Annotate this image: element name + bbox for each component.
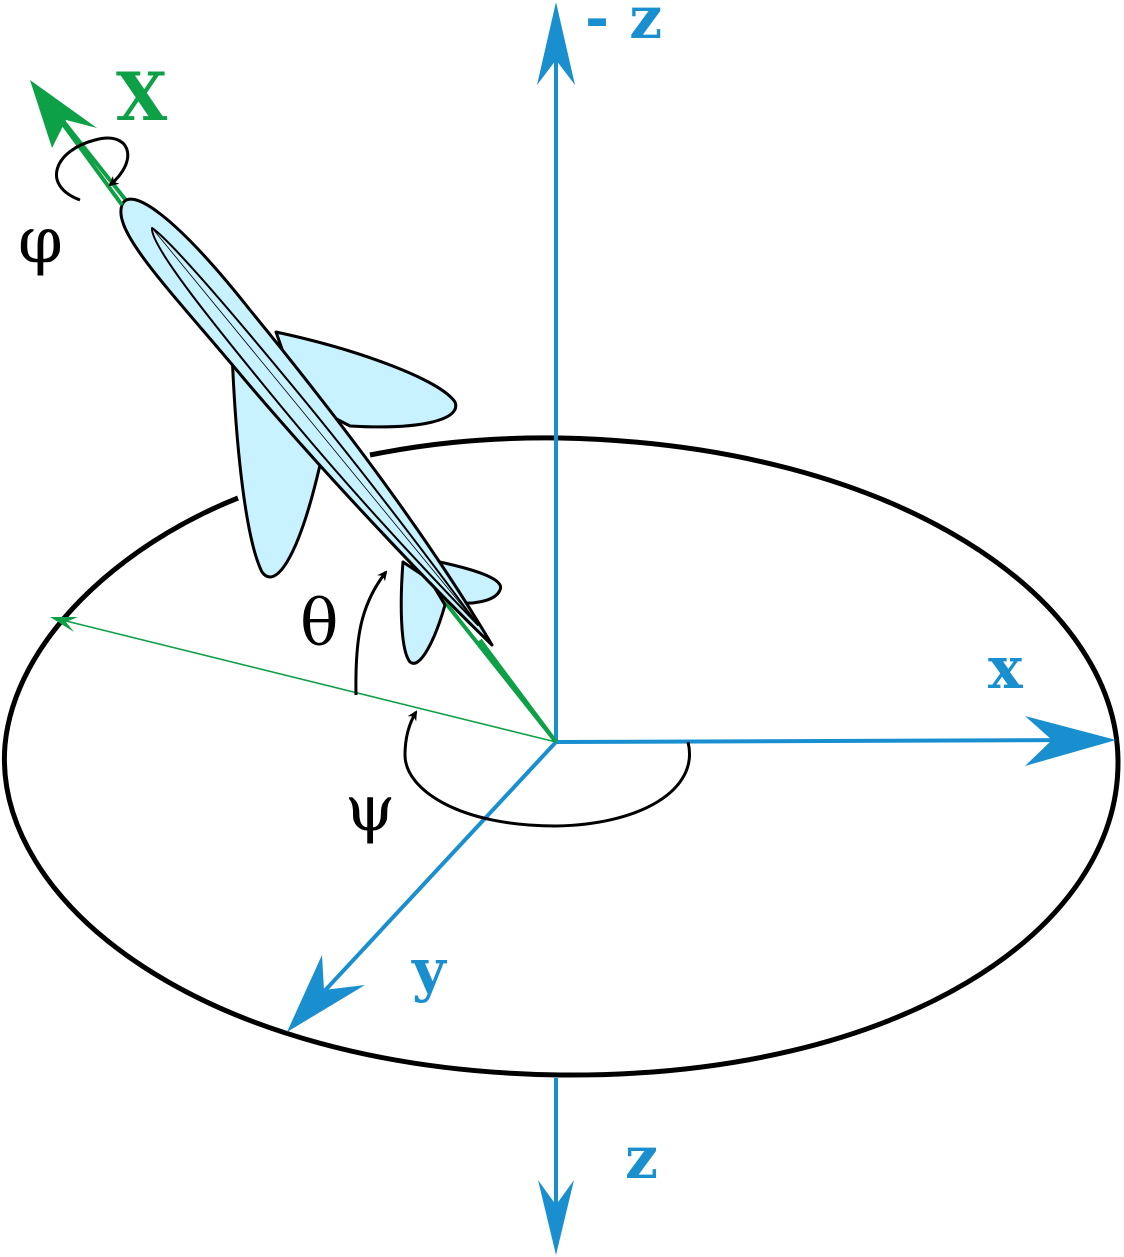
projection-line bbox=[61, 619, 557, 743]
roll-arc bbox=[54, 136, 130, 202]
ned-axes bbox=[287, 2, 1116, 1255]
z-label: z bbox=[625, 1124, 658, 1192]
x-axis-arrowhead bbox=[1025, 716, 1116, 766]
aircraft-near-wing bbox=[230, 350, 322, 579]
horizontal-plane-ellipse bbox=[1, 435, 1121, 1078]
body-x-arrowhead bbox=[30, 80, 97, 148]
projection-arrowhead bbox=[50, 617, 78, 632]
aircraft bbox=[119, 197, 503, 665]
body-x-axis-tail-segment bbox=[478, 638, 558, 744]
neg-z-label: - z bbox=[585, 0, 662, 52]
yaw-arc bbox=[403, 710, 691, 828]
body-x-axis-nose-segment bbox=[58, 118, 124, 207]
pitch-angle-label: θ bbox=[300, 587, 339, 661]
x-label: x bbox=[988, 634, 1023, 702]
y-axis-line bbox=[303, 740, 558, 1014]
yaw-angle-label: ψ bbox=[345, 772, 395, 846]
heading-projection bbox=[50, 617, 557, 743]
pitch-arc bbox=[354, 570, 388, 696]
y-axis-arrowhead bbox=[287, 955, 365, 1032]
roll-angle-label: φ bbox=[18, 204, 63, 278]
z-axis-arrowhead bbox=[538, 1180, 574, 1255]
neg-z-arrowhead bbox=[537, 2, 575, 85]
aircraft-fuselage bbox=[119, 197, 494, 647]
x-axis-line bbox=[555, 738, 1096, 744]
y-label: y bbox=[411, 936, 448, 1004]
aircraft-centerline bbox=[151, 227, 479, 626]
body-x-label: X bbox=[116, 58, 168, 136]
